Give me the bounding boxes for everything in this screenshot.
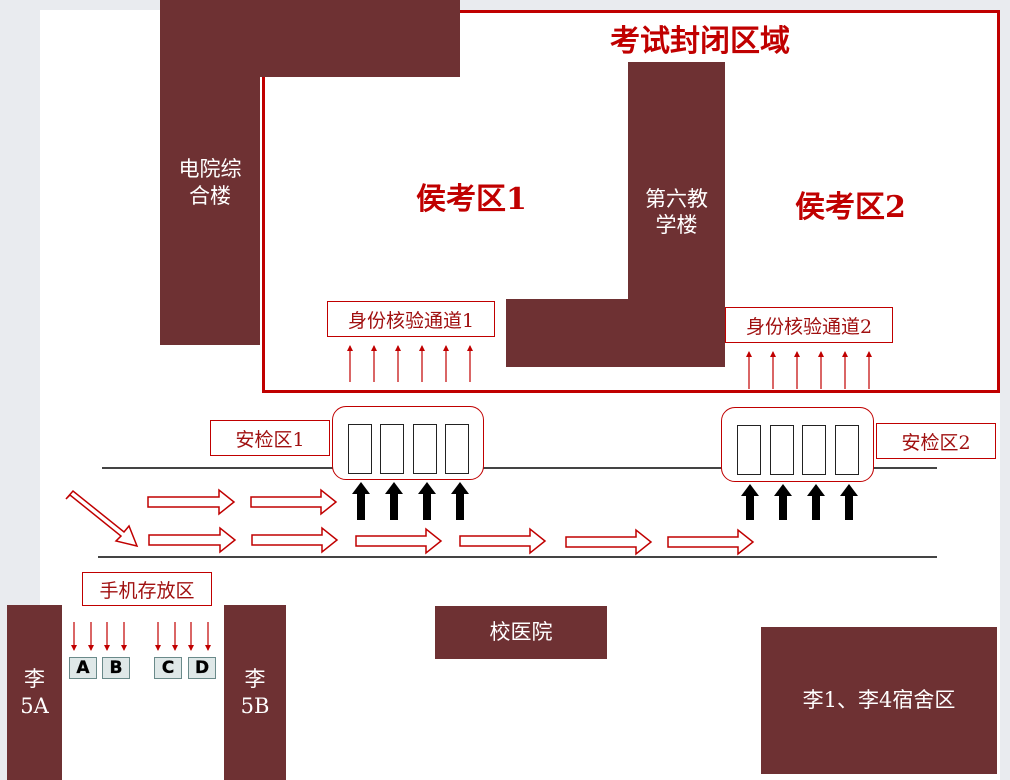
phone-drop-arrows <box>71 622 211 651</box>
clinic-label: 校医院 <box>489 620 553 645</box>
exam-zone-title: 考试封闭区域 <box>610 24 790 59</box>
id-check-channel-1: 身份核验通道1 <box>327 301 495 337</box>
security-entry-arrows-1 <box>352 482 469 520</box>
building-dianyuan-label: 电院综合楼 <box>178 157 242 208</box>
building-diliu-label: 第六教学楼 <box>645 187 708 238</box>
security-area-1-label: 安检区1 <box>210 420 330 456</box>
phone-box-b: B <box>102 657 130 679</box>
security-gate <box>380 424 404 474</box>
building-dianyuan: 电院综合楼 <box>160 0 260 345</box>
dorm-5b-label: 李5B <box>240 667 270 718</box>
id-entry-arrows-1 <box>347 345 473 382</box>
security-gate <box>413 424 437 474</box>
waiting-area-1: 侯考区1 <box>416 182 527 217</box>
building-diliu: 第六教学楼 <box>628 62 725 367</box>
dorm-5a: 李5A <box>7 605 62 780</box>
security-gate <box>445 424 469 474</box>
exam-closed-zone <box>262 10 1000 393</box>
phone-storage-label: 手机存放区 <box>82 572 212 606</box>
security-gate <box>770 425 794 475</box>
phone-box-c: C <box>154 657 182 679</box>
dorm-5b: 李5B <box>224 605 286 780</box>
security-area-2-label: 安检区2 <box>876 423 996 459</box>
security-gate <box>737 425 761 475</box>
phone-box-a: A <box>69 657 97 679</box>
security-gate <box>348 424 372 474</box>
road-line-top <box>102 467 937 469</box>
dorm-1-4-label: 李1、李4宿舍区 <box>802 688 956 713</box>
phone-box-d: D <box>188 657 216 679</box>
id-check-channel-2: 身份核验通道2 <box>725 307 893 343</box>
road-line-bottom <box>98 556 937 558</box>
security-gate <box>835 425 859 475</box>
waiting-area-2: 侯考区2 <box>795 190 906 225</box>
id-entry-arrows-2 <box>746 351 872 389</box>
dorm-5a-label: 李5A <box>20 667 49 718</box>
security-entry-arrows-2 <box>741 484 858 520</box>
clinic: 校医院 <box>435 606 607 659</box>
dorm-1-4: 李1、李4宿舍区 <box>761 627 997 774</box>
flow-block-arrows <box>65 488 755 556</box>
security-gate <box>802 425 826 475</box>
